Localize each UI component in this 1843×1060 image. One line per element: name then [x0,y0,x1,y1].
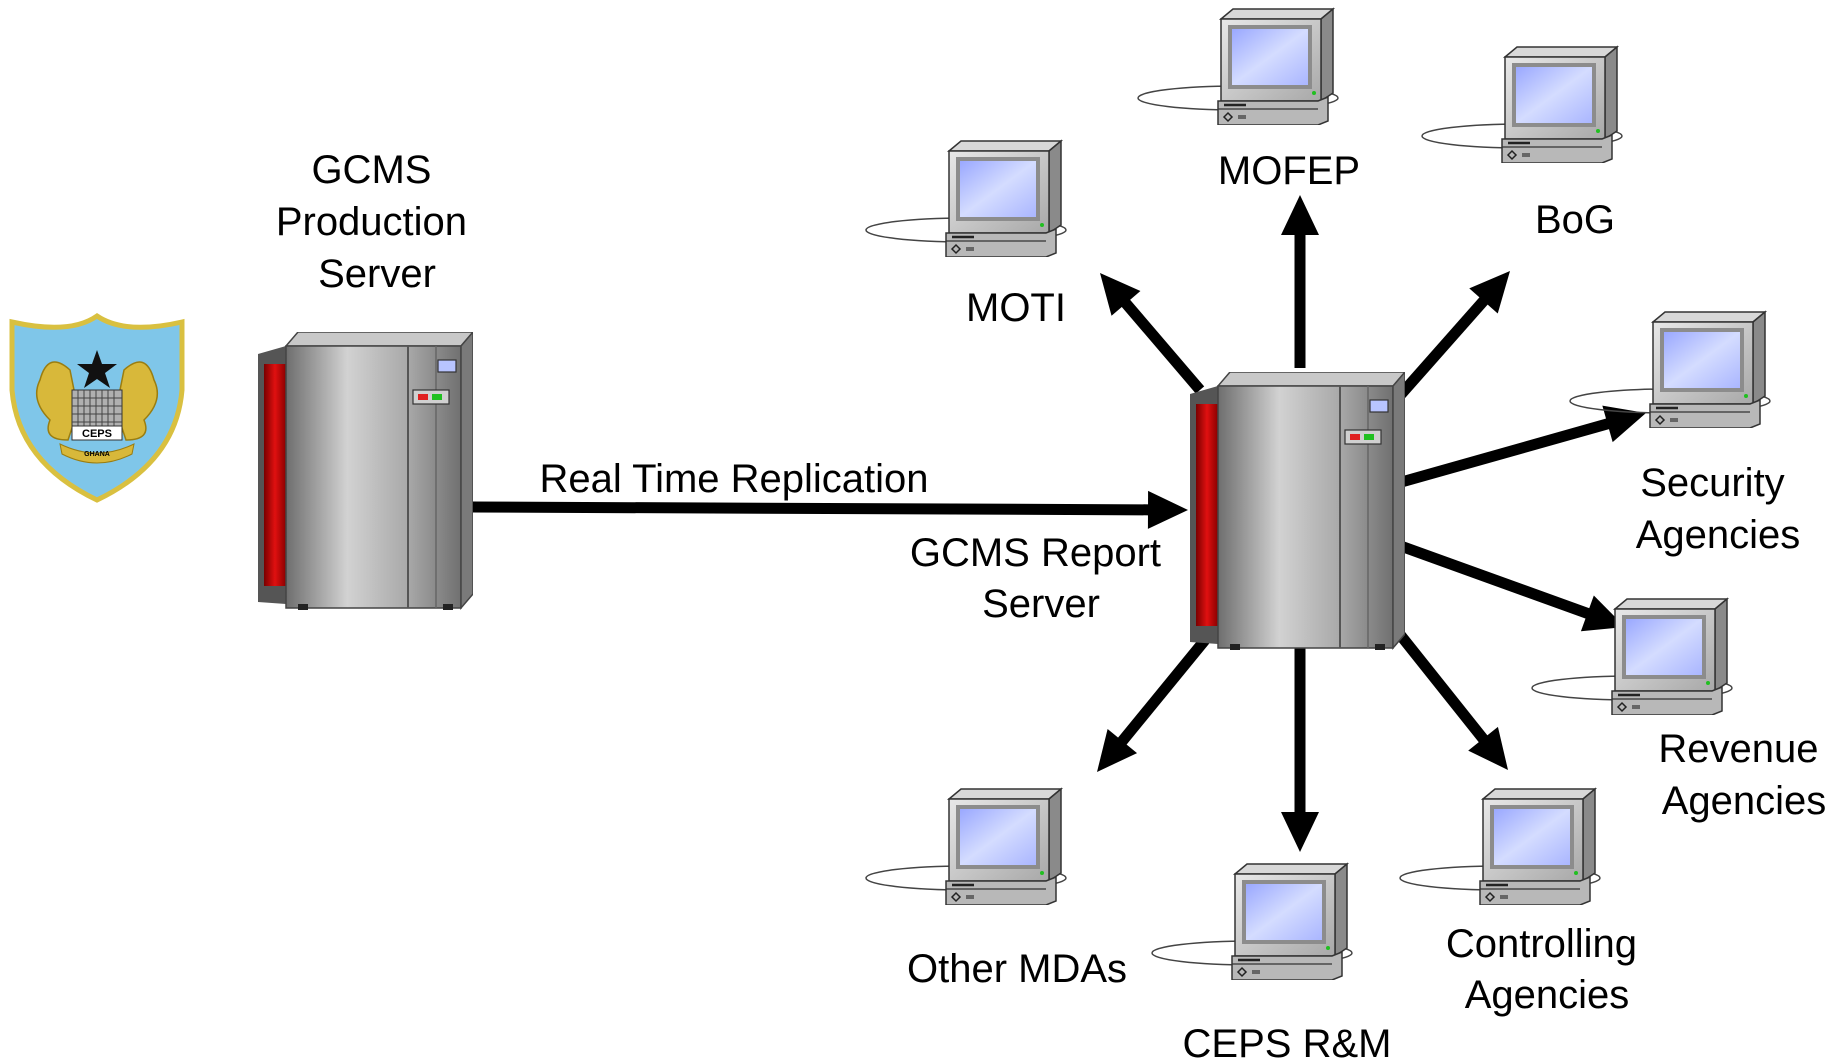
arrow-to-ceps-rm [1281,648,1319,852]
replication-arrow [470,490,1188,529]
eagle-left-icon [35,361,79,441]
client-label: Controlling Agencies [1446,922,1648,1017]
gcms-production-server: GCMS Production Server [258,148,478,611]
client-revenue-agencies: Revenue Agencies [1530,597,1829,823]
connection-arrows [470,195,1646,852]
client-ceps-rm: CEPS R&M [1150,862,1392,1060]
client-security-agencies: Security Agencies [1568,310,1801,557]
crest-emblem-text: CEPS [82,428,112,440]
client-label: Security Agencies [1636,461,1801,557]
client-label: Other MDAs [907,947,1127,991]
arrow-to-mofep [1281,195,1319,368]
production-server-icon [258,332,473,611]
client-label: MOTI [966,286,1066,330]
arrow-to-security-agencies [1396,405,1646,489]
workstation-icon [864,139,1068,257]
eagle-right-icon [115,361,159,441]
crest-ribbon-text: GHANA [84,451,110,458]
workstation-icon [864,787,1068,905]
gcms-report-server: GCMS Report Server [910,372,1405,651]
client-bog: BoG [1420,45,1624,242]
client-label: Revenue Agencies [1658,727,1829,823]
arrow-to-bog [1391,271,1510,404]
workstation-icon [1136,7,1340,125]
star-icon [77,350,117,388]
arrow-to-moti [1100,273,1205,394]
report-server-icon [1190,372,1405,651]
arrow-to-revenue-agencies [1396,539,1625,632]
report-server-label: GCMS Report Server [910,531,1172,626]
workstation-icon [1398,787,1602,905]
client-mofep: MOFEP [1136,7,1360,193]
arrow-to-other-mdas [1097,636,1210,772]
client-other-mdas: Other MDAs [864,787,1127,991]
production-server-label: GCMS Production Server [276,148,478,296]
ceps-crest-logo: CEPS GHANA [9,312,185,503]
arrow-to-controlling-agencies [1393,628,1508,770]
client-label: MOFEP [1218,149,1360,193]
replication-label: Real Time Replication [539,457,928,501]
client-controlling-agencies: Controlling Agencies [1398,787,1648,1017]
workstation-icon [1568,310,1772,428]
workstation-icon [1530,597,1734,715]
workstation-icon [1150,862,1354,980]
workstation-icon [1420,45,1624,163]
client-moti: MOTI [864,139,1068,330]
client-label: BoG [1535,198,1615,242]
client-label: CEPS R&M [1183,1022,1392,1060]
